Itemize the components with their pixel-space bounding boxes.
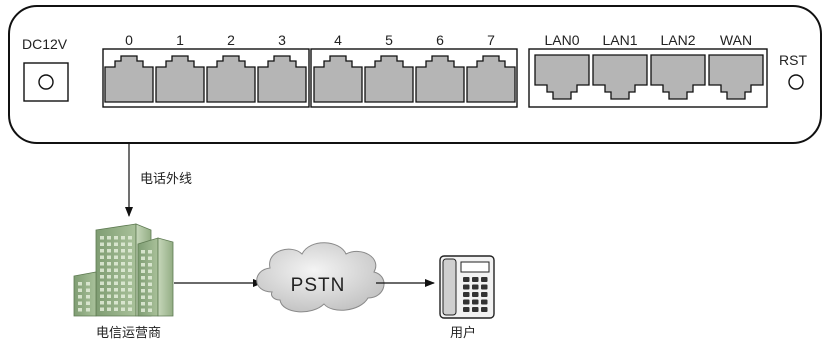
phone-port-labels: 0 1 2 3 4 5 6 7 (125, 32, 495, 48)
user-label: 用户 (450, 325, 476, 341)
phone-port-2[interactable] (206, 55, 256, 103)
phone-port-label: 2 (227, 32, 235, 48)
network-port-lan0[interactable] (534, 54, 590, 100)
phone-port-label: 5 (385, 32, 393, 48)
phone-port-label: 0 (125, 32, 133, 48)
carrier-label: 电信运营商 (96, 326, 161, 341)
network-port-label: WAN (720, 32, 752, 48)
network-port-wan[interactable] (708, 54, 764, 100)
phone-port-label: 3 (278, 32, 286, 48)
phone-ports (104, 55, 516, 103)
carrier-building-icon (73, 223, 174, 317)
phone-port-3[interactable] (257, 55, 307, 103)
reset-button[interactable] (788, 74, 804, 90)
power-jack-hole (38, 74, 54, 90)
power-label: DC12V (22, 36, 68, 52)
phone-port-0[interactable] (104, 55, 154, 103)
pstn-label: PSTN (291, 275, 346, 296)
phone-port-label: 6 (436, 32, 444, 48)
network-port-labels: LAN0 LAN1 LAN2 WAN (544, 32, 752, 48)
network-port-lan2[interactable] (650, 54, 706, 100)
network-ports (534, 54, 764, 100)
network-port-label: LAN2 (660, 32, 695, 48)
network-port-label: LAN1 (602, 32, 637, 48)
desk-phone-icon (439, 255, 495, 319)
phone-port-1[interactable] (155, 55, 205, 103)
phone-port-label: 4 (334, 32, 342, 48)
phone-port-6[interactable] (415, 55, 465, 103)
external-line-label: 电话外线 (140, 172, 192, 187)
phone-port-7[interactable] (466, 55, 516, 103)
pstn-cloud-icon (256, 242, 385, 313)
phone-port-5[interactable] (364, 55, 414, 103)
reset-label: RST (779, 52, 807, 68)
phone-port-label: 1 (176, 32, 184, 48)
network-port-lan1[interactable] (592, 54, 648, 100)
phone-port-4[interactable] (313, 55, 363, 103)
network-port-label: LAN0 (544, 32, 579, 48)
phone-port-label: 7 (487, 32, 495, 48)
